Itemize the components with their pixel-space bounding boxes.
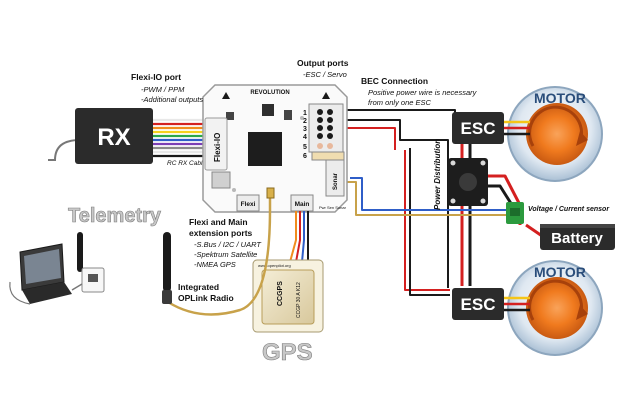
- annotation-extension: Flexi and Main extension ports -S.Bus / …: [189, 217, 262, 269]
- board-main-label: Main: [295, 201, 310, 208]
- flexi-io-line-2: -Additional outputs: [141, 95, 203, 104]
- board-name: REVOLUTION: [250, 90, 289, 96]
- output-ports-line-1: -ESC / Servo: [303, 70, 347, 79]
- output-number-6: 6: [303, 153, 307, 160]
- power-distribution-label: Power Distribution: [433, 139, 442, 210]
- power-distribution-board: Power Distribution: [433, 139, 488, 210]
- battery-label: Battery: [551, 230, 603, 247]
- rx-cable: [153, 118, 205, 158]
- laptop: [9, 243, 72, 305]
- telemetry-module: [71, 232, 105, 293]
- extension-title-2: extension ports: [189, 228, 253, 238]
- extension-line-3: -NMEA GPS: [194, 260, 236, 269]
- telemetry-label: Telemetry: [68, 205, 162, 227]
- gps-label: GPS: [262, 339, 313, 366]
- flight-controller-board: REVOLUTION Flexi-IO Flexi Main Sonar Pwr…: [202, 84, 348, 213]
- oplink-cable: [167, 195, 272, 316]
- motor-top-label: MOTOR: [534, 90, 586, 106]
- board-pwr-label: Pwr Sen Sonar: [319, 205, 347, 210]
- extension-line-1: -S.Bus / I2C / UART: [194, 240, 262, 249]
- battery: Battery: [540, 224, 615, 250]
- gps-cable: [289, 211, 309, 263]
- gps-brand: CCGPS: [277, 281, 284, 306]
- bec-line-1: Positive power wire is necessary: [368, 88, 478, 97]
- oplink-antenna: [162, 232, 172, 304]
- output-number-2: 2: [303, 118, 307, 125]
- voltage-sensor-label: Voltage / Current sensor: [528, 206, 610, 213]
- gps-small-text: www.openpilot.org: [258, 263, 291, 268]
- rx-receiver: RX: [48, 108, 153, 164]
- annotation-output-ports: Output ports -ESC / Servo: [297, 58, 349, 79]
- esc-motor-wires: [504, 120, 530, 312]
- rx-label: RX: [97, 124, 130, 151]
- oplink-title: Integrated: [178, 282, 219, 292]
- output-number-5: 5: [303, 144, 307, 151]
- motor-bottom-label: MOTOR: [534, 264, 586, 280]
- motor-top: MOTOR: [507, 86, 603, 182]
- oplink-title-2: OPLink Radio: [178, 293, 234, 303]
- gps-model: CCGP 30 A K12: [296, 282, 302, 318]
- board-flexi-io-label: Flexi-IO: [213, 133, 222, 162]
- output-number-3: 3: [303, 126, 307, 133]
- esc-bottom-label: ESC: [461, 295, 496, 314]
- bec-line-2: from only one ESC: [368, 98, 432, 107]
- extension-line-2: -Spektrum Satellite: [194, 250, 257, 259]
- esc-bottom: ESC: [452, 288, 504, 320]
- esc-top-label: ESC: [461, 119, 496, 138]
- flexi-io-line-1: -PWM / PPM: [141, 85, 185, 94]
- gps-module: CCGPS CCGP 30 A K12 www.openpilot.org: [252, 259, 324, 333]
- flexi-io-title: Flexi-IO port: [131, 72, 181, 82]
- extension-title: Flexi and Main: [189, 217, 248, 227]
- esc-top: ESC: [452, 112, 504, 144]
- rc-rx-cable-label: RC RX Cable: [167, 160, 206, 167]
- board-sonar-label: Sonar: [333, 172, 339, 190]
- bec-title: BEC Connection: [361, 76, 428, 86]
- annotation-oplink: Integrated OPLink Radio: [178, 282, 234, 303]
- annotation-bec: BEC Connection Positive power wire is ne…: [361, 76, 478, 107]
- board-flexi-label: Flexi: [241, 201, 256, 208]
- output-number-4: 4: [303, 134, 307, 141]
- motor-bottom: MOTOR: [507, 260, 603, 356]
- output-ports-title: Output ports: [297, 58, 349, 68]
- output-number-1: 1: [303, 110, 307, 117]
- annotation-flexi-io: Flexi-IO port -PWM / PPM -Additional out…: [131, 72, 203, 104]
- voltage-current-sensor: Voltage / Current sensor: [506, 202, 610, 224]
